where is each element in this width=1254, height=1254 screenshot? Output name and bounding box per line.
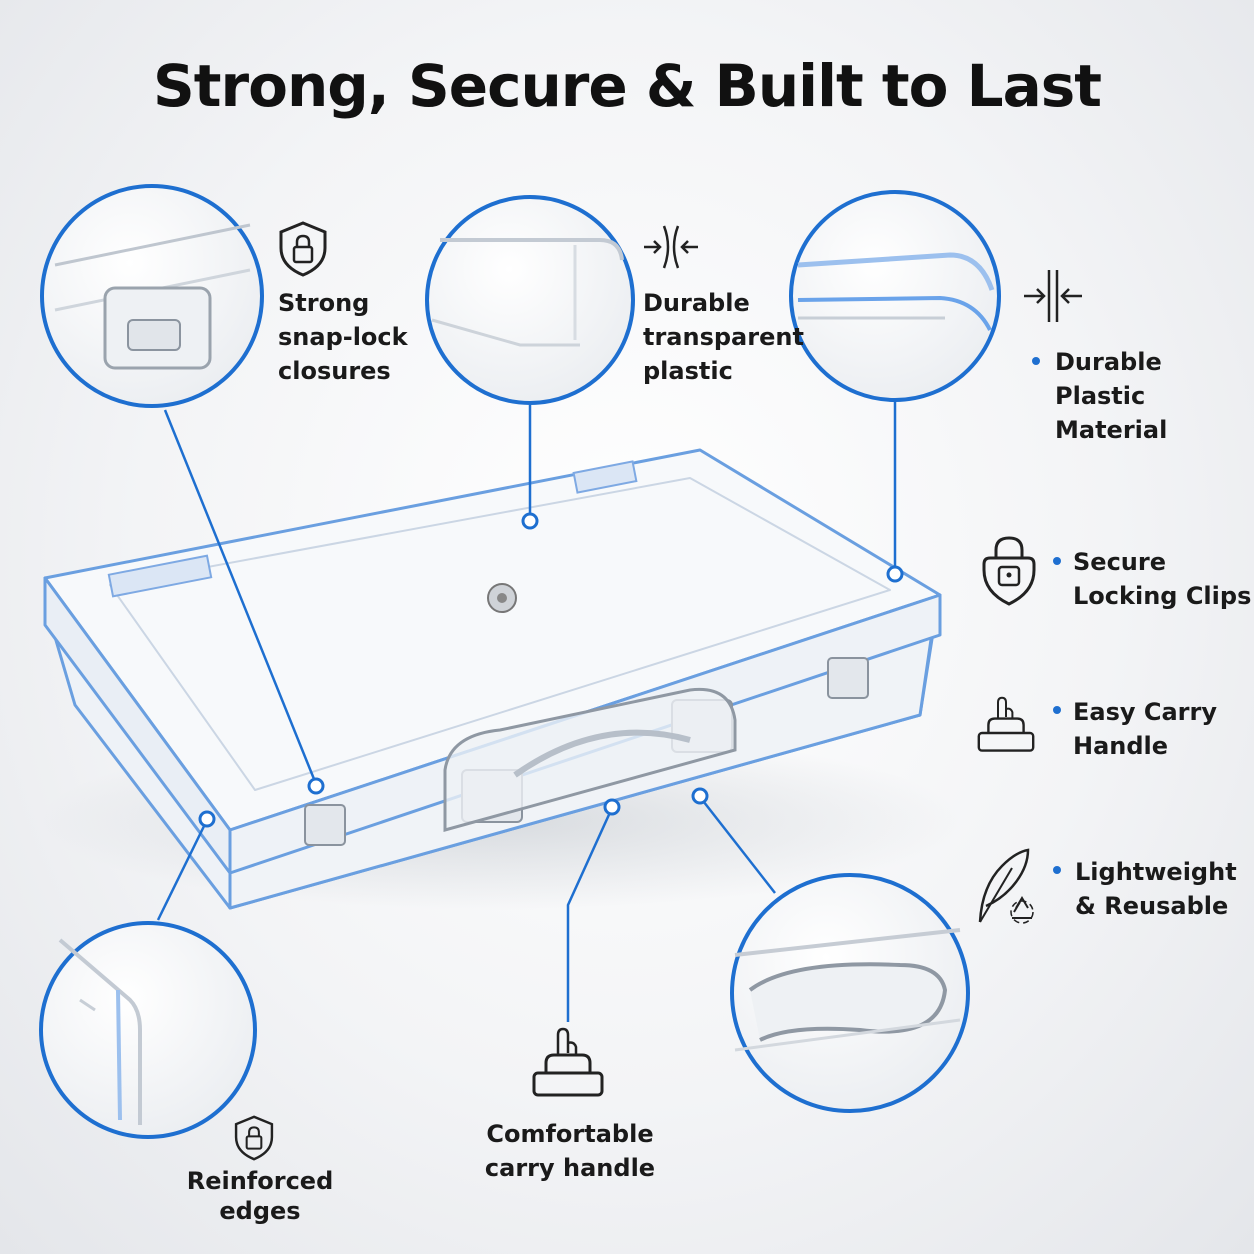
zoom-circle-transparent (425, 195, 635, 405)
callout-snap-lock: Strong snap-lock closures (278, 289, 408, 385)
padlock-shield-icon (982, 536, 1036, 606)
zoom-circle-handle (730, 873, 970, 1113)
compress-arrows-icon (644, 225, 698, 269)
feature-easy-carry: Easy Carry Handle (1073, 698, 1217, 760)
pressure-arrows-icon (1024, 270, 1082, 322)
callout-reinforced: Reinforced edges (186, 1167, 334, 1225)
leader-lines (156, 402, 897, 1022)
zoom-circle-reinforced (39, 921, 257, 1139)
feature-bullet (1053, 866, 1061, 874)
feature-bullet (1053, 706, 1061, 714)
zoom-circle-edge (789, 190, 1001, 402)
leader-dots (198, 512, 904, 828)
callout-carry: Comfortable carry handle (484, 1120, 656, 1182)
zoom-circle-snap-lock (40, 184, 264, 408)
carry-handle (443, 687, 737, 832)
feature-bullet (1032, 357, 1040, 365)
feature-durable-material: Durable Plastic Material (1055, 348, 1168, 444)
page-title: Strong, Secure & Built to Last (153, 52, 1102, 120)
feature-bullet (1053, 557, 1061, 565)
feature-lightweight: Lightweight & Reusable (1075, 858, 1237, 920)
shield-lock-icon (234, 1115, 274, 1161)
hand-carry-icon (532, 1027, 604, 1097)
callout-transparent: Durable transparent plastic (643, 289, 804, 385)
feature-locking-clips: Secure Locking Clips (1073, 548, 1252, 610)
storage-box (43, 448, 942, 910)
back-hinges (107, 460, 638, 598)
hand-carry-icon (977, 696, 1035, 752)
shield-lock-icon (279, 221, 327, 277)
feather-recycle-icon (978, 848, 1034, 924)
